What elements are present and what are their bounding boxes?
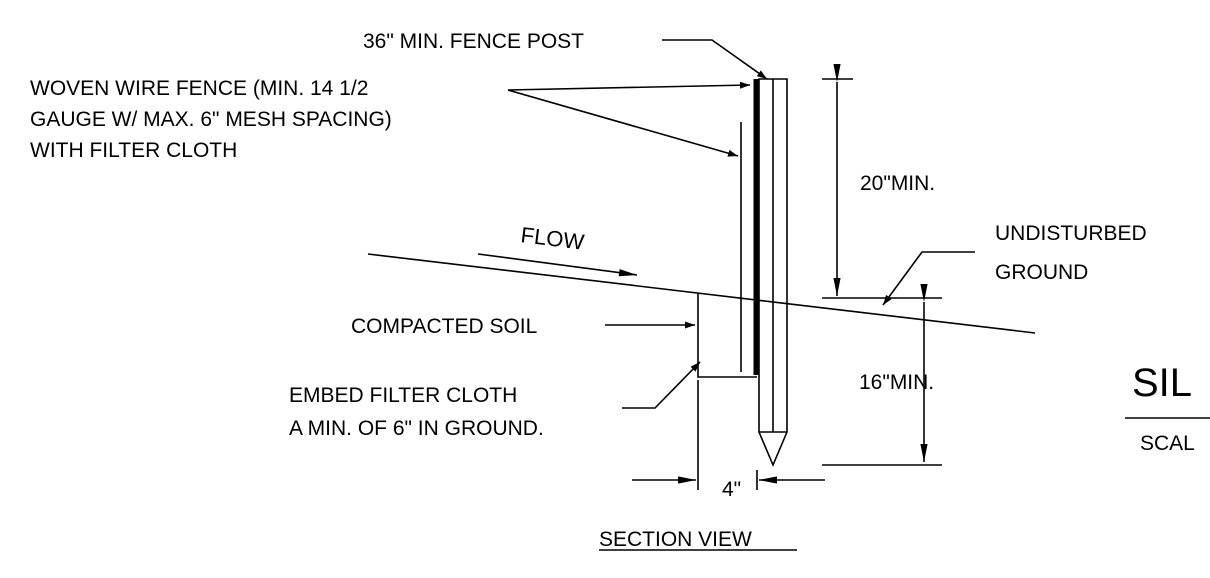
height-above-label: 20"MIN. [860, 172, 935, 195]
compacted-soil-outline [697, 293, 757, 378]
embed-label-2: A MIN. OF 6" IN GROUND. [289, 417, 544, 440]
depth-below-label: 16"MIN. [859, 371, 934, 394]
undisturbed-leader [882, 251, 975, 306]
title-label: SIL [1132, 361, 1192, 405]
wire-fence-leader-upper [507, 81, 751, 91]
fence-post-label: 36" MIN. FENCE POST [363, 30, 584, 53]
embed-leader [622, 361, 701, 409]
undisturbed-label-2: GROUND [995, 261, 1088, 284]
wire-fence-label-3: WITH FILTER CLOTH [30, 139, 237, 162]
fence-post [758, 78, 788, 468]
undisturbed-label-1: UNDISTURBED [995, 222, 1147, 245]
scale-label: SCAL [1140, 432, 1195, 455]
fence-post-leader [662, 39, 768, 80]
section-view-label: SECTION VIEW [599, 528, 752, 551]
flow-label: FLOW [519, 222, 585, 255]
width-label: 4" [722, 478, 741, 501]
embed-label-1: EMBED FILTER CLOTH [289, 384, 517, 407]
wire-fence-label-1: WOVEN WIRE FENCE (MIN. 14 1/2 [30, 77, 368, 100]
flow-arrow [477, 253, 638, 277]
wire-fence-label-2: GAUGE W/ MAX. 6" MESH SPACING) [30, 108, 392, 131]
wire-fence-leader-lower [507, 89, 739, 157]
compacted-soil-label: COMPACTED SOIL [351, 315, 537, 338]
